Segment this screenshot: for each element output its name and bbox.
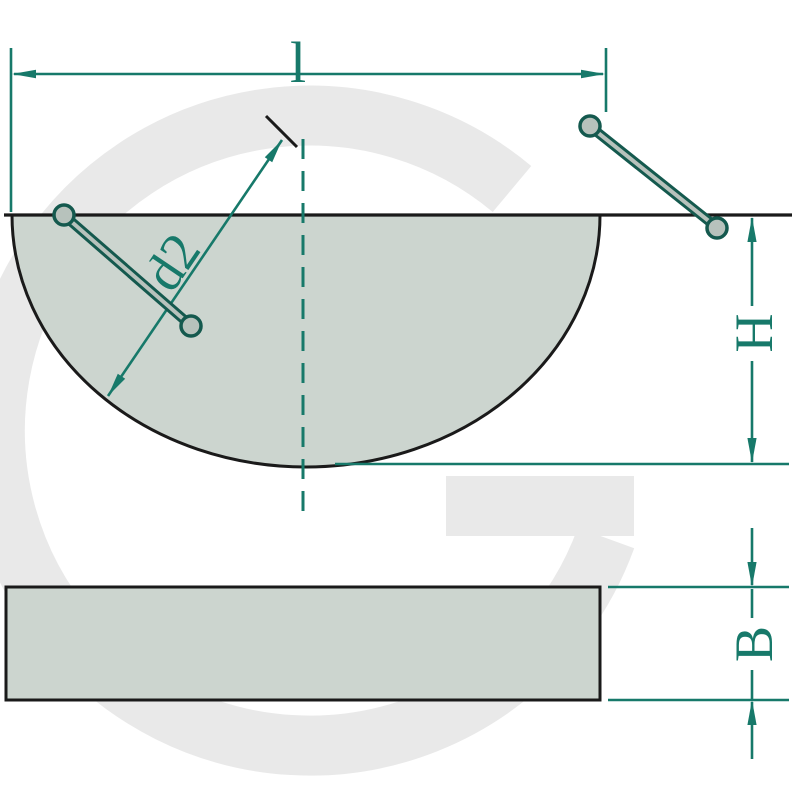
- arrowhead-right-icon: [581, 69, 605, 79]
- length-label: l: [290, 30, 306, 95]
- arrowhead-down-icon: [747, 562, 757, 587]
- width-label: B: [724, 626, 784, 662]
- arrowhead-up-icon: [747, 217, 757, 242]
- arrowhead-down-icon: [747, 438, 757, 463]
- dimension-height: H: [335, 217, 789, 466]
- background-watermark-logo: [0, 85, 635, 776]
- arrowhead-up-icon: [747, 700, 757, 725]
- pin-end-circle: [179, 314, 203, 338]
- height-label: H: [724, 314, 784, 353]
- dimension-width: B: [608, 528, 789, 759]
- pin-rod-core: [64, 215, 191, 326]
- pin-end-circle: [52, 203, 76, 227]
- pin-marker-right: [578, 114, 729, 240]
- arrowhead-left-icon: [12, 69, 36, 79]
- pin-end-circle: [705, 216, 729, 240]
- arrowhead-upper-icon: [264, 140, 282, 163]
- arrowhead-lower-icon: [108, 373, 126, 396]
- watermark-g-arc: [0, 85, 635, 776]
- diameter-extension-tick: [264, 114, 299, 149]
- diameter-dimension-line: [106, 139, 284, 397]
- pin-end-circle: [578, 114, 602, 138]
- pin-marker-left: [52, 203, 203, 338]
- dimension-length: l: [9, 30, 608, 212]
- pin-rod-core: [590, 126, 717, 228]
- key-plan-rectangle: [4, 585, 602, 702]
- key-profile-semicircle: [10, 213, 602, 469]
